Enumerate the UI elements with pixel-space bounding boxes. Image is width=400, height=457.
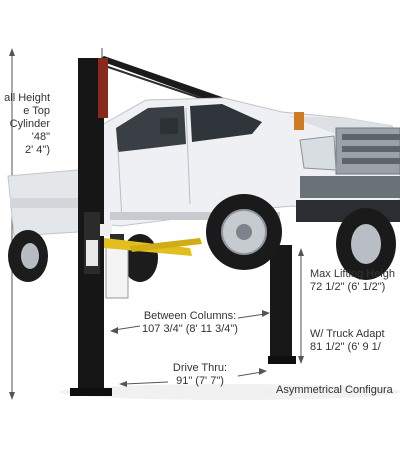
asymmetrical-configuration-label: Asymmetrical Configura	[276, 384, 393, 396]
max-lifting-height-label: Max Lifting Heigh 72 1/2" (6' 1/2")	[310, 268, 395, 293]
right-lift-column	[268, 245, 296, 364]
rear-wheel-left	[8, 230, 48, 282]
lift-arms	[104, 238, 202, 256]
max-lifting-height-dimension-line	[298, 248, 304, 364]
truck-adapters-label: W/ Truck Adapt 81 1/2" (6' 9 1/	[310, 328, 385, 353]
left-lift-column	[70, 58, 112, 396]
drive-thru-dimension-line	[119, 368, 267, 387]
drive-thru-label: Drive Thru: 91" (7' 7")	[172, 362, 228, 387]
front-wheel-near	[206, 194, 282, 270]
between-columns-label: Between Columns: 107 3/4" (8' 11 3/4")	[142, 310, 238, 335]
front-wheel-far	[336, 208, 396, 280]
overall-height-dimension-line	[9, 48, 15, 400]
between-columns-dimension-line	[110, 310, 270, 334]
overall-height-label: all Height e Top Cylinder '48" 2' 4")	[4, 92, 50, 156]
floor-shadow	[60, 384, 400, 400]
